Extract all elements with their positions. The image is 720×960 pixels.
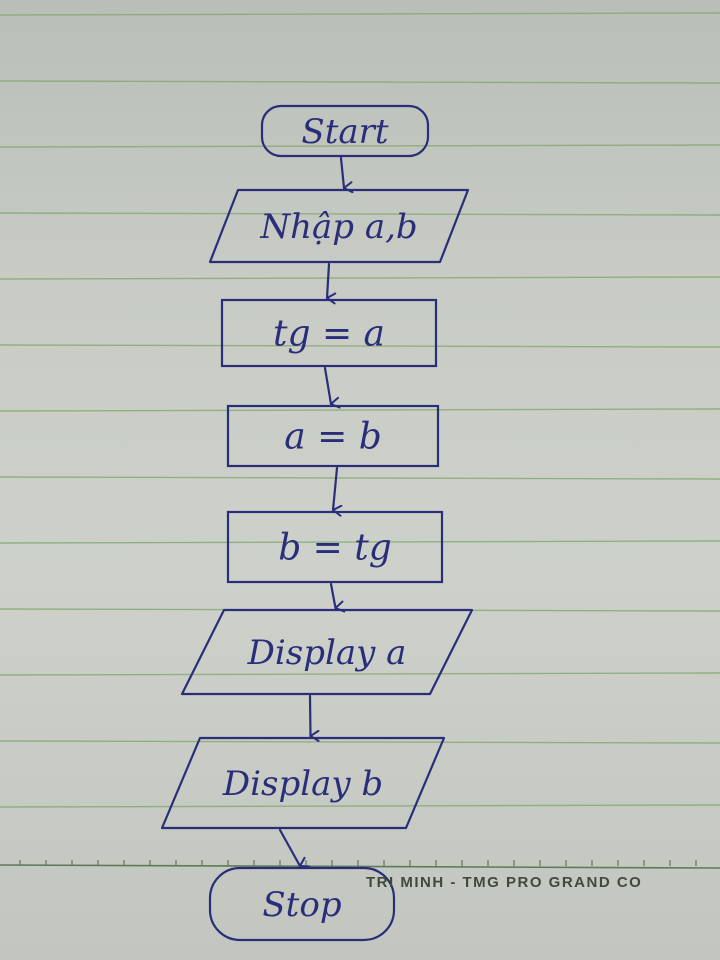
arrow-step3-to-out-a	[329, 582, 336, 608]
node-label: b = tg	[278, 528, 392, 569]
node-label: Display b	[222, 764, 383, 804]
node-step3: b = tg	[226, 510, 444, 584]
node-step2: a = b	[226, 404, 440, 468]
ruled-line	[0, 476, 720, 480]
node-label: a = b	[284, 417, 382, 458]
node-label: Start	[301, 112, 388, 152]
ruled-line	[0, 672, 720, 676]
node-input: Nhập a,b	[208, 188, 470, 264]
node-label: Display a	[247, 633, 407, 673]
node-label: Stop	[262, 885, 341, 925]
node-shape-parallelogram	[160, 736, 446, 830]
ruled-line	[0, 408, 720, 412]
ruled-line	[0, 276, 720, 280]
ruled-line	[0, 740, 720, 744]
notebook-footer-text: TRI MINH - TMG PRO GRAND CO	[366, 874, 643, 891]
node-shape-terminator	[208, 866, 396, 942]
arrow-step1-to-step2	[323, 366, 331, 404]
node-shape-parallelogram	[208, 188, 470, 264]
ruled-line	[0, 80, 720, 84]
ruled-line	[0, 12, 720, 16]
node-out-b: Display b	[160, 736, 446, 830]
ruled-line	[0, 804, 720, 808]
node-step1: tg = a	[220, 298, 438, 368]
arrow-input-to-step1	[327, 262, 329, 298]
node-label: tg = a	[273, 314, 385, 355]
node-stop: Stop	[208, 866, 396, 942]
node-shape-terminator	[260, 104, 430, 158]
arrow-step2-to-step3	[333, 466, 337, 510]
arrow-out-a-to-out-b	[308, 694, 311, 736]
ruled-line	[0, 540, 720, 544]
node-shape-parallelogram	[180, 608, 474, 696]
node-out-a: Display a	[180, 608, 474, 696]
node-start: Start	[260, 104, 430, 158]
arrow-out-b-to-stop	[278, 828, 300, 866]
ruled-line	[0, 344, 720, 348]
ruled-line	[0, 144, 720, 148]
ruled-line	[0, 212, 720, 216]
arrow-start-to-input	[339, 156, 344, 188]
node-label: Nhập a,b	[259, 207, 417, 247]
margin-rule	[0, 864, 720, 869]
